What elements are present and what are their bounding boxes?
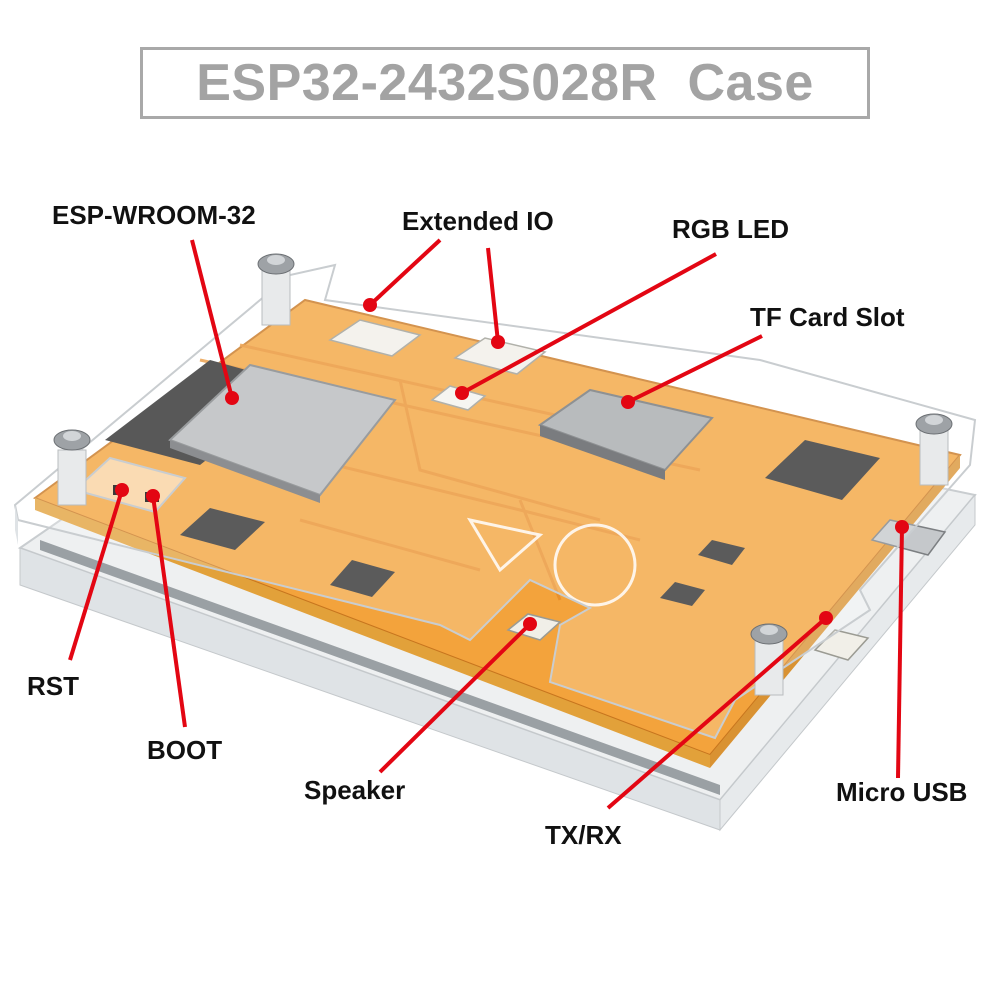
micro-usb-port xyxy=(870,519,947,556)
extended-io-connector-2 xyxy=(453,337,547,375)
callout-line-tx-rx xyxy=(606,616,828,810)
callout-dot-esp-wroom xyxy=(225,391,239,405)
callout-line-micro-usb xyxy=(896,526,904,779)
transistor-1 xyxy=(698,540,745,565)
callout-dot-extended-io-2 xyxy=(491,335,505,349)
callout-dot-tf-card xyxy=(621,395,635,409)
pcb-logo-circle xyxy=(553,523,637,607)
display-edge xyxy=(40,540,720,795)
callout-dot-boot xyxy=(146,489,160,503)
ic-chip-center xyxy=(330,560,395,597)
callout-dot-extended-io-1 xyxy=(363,298,377,312)
callout-line-rgb-led xyxy=(461,252,717,395)
callout-line-boot xyxy=(151,495,187,728)
callout-line-esp-wroom xyxy=(190,239,234,399)
pcb-logo-triangle xyxy=(466,517,544,573)
label-extended-io: Extended IO xyxy=(402,206,554,236)
tf-card-slot-front xyxy=(540,425,665,480)
callout-dot-tx-rx xyxy=(819,611,833,625)
standoff-screw-1 xyxy=(53,429,91,506)
label-speaker: Speaker xyxy=(304,775,406,805)
callout-dot-micro-usb xyxy=(895,520,909,534)
esp-wroom-module-shadow xyxy=(170,440,320,503)
transistor-2 xyxy=(660,582,705,606)
standoff-screw-4 xyxy=(750,623,788,696)
callout-line-speaker xyxy=(378,622,532,774)
callout-dot-speaker xyxy=(523,617,537,631)
callout-dot-rgb-led xyxy=(455,386,469,400)
callout-line-rst xyxy=(68,489,124,661)
callout-line-extended-io-1 xyxy=(368,238,442,307)
acrylic-bottom-side xyxy=(719,493,976,832)
callout-dot-rst xyxy=(115,483,129,497)
standoff-screw-2 xyxy=(257,253,295,326)
ic-chip-right xyxy=(765,440,880,500)
standoff-screw-3 xyxy=(915,413,953,486)
callout-lines xyxy=(68,238,909,810)
acrylic-top-layer xyxy=(13,263,977,740)
title-frame: ESP32-2432S028R Case xyxy=(140,47,870,119)
label-tf-card: TF Card Slot xyxy=(750,302,905,332)
diagram-title: ESP32-2432S028R Case xyxy=(196,54,814,112)
callout-line-extended-io-2 xyxy=(486,247,500,343)
label-rst: RST xyxy=(27,671,79,701)
label-boot: BOOT xyxy=(147,735,223,765)
label-tx-rx: TX/RX xyxy=(545,820,622,850)
extended-io-connector-1 xyxy=(328,319,422,357)
label-rgb-led: RGB LED xyxy=(672,214,789,244)
callout-line-tf-card xyxy=(627,334,763,404)
label-esp-wroom: ESP-WROOM-32 xyxy=(52,200,256,230)
acrylic-top-edge xyxy=(15,505,18,545)
ic-chip-left xyxy=(180,508,265,550)
label-micro-usb: Micro USB xyxy=(836,777,968,807)
